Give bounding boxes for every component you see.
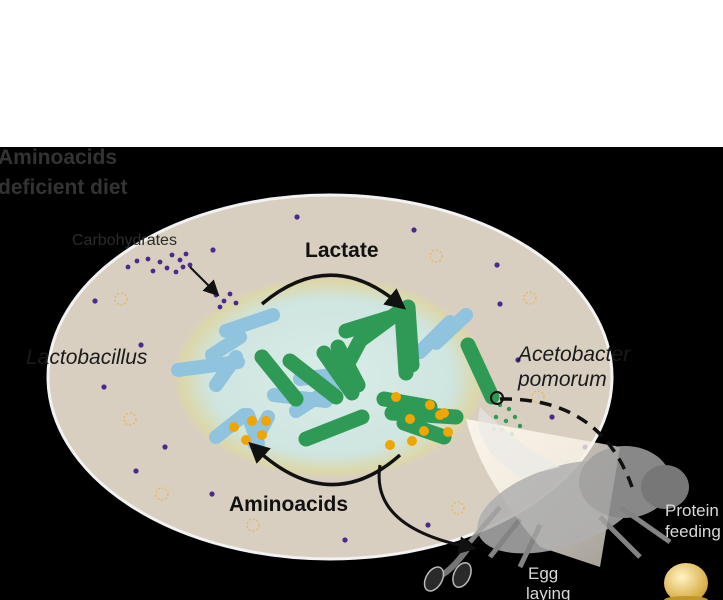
diet-title-line2: deficient diet xyxy=(0,176,128,199)
egg-laying-arrow xyxy=(377,464,477,555)
acetobacter-label-line1: Acetobacter xyxy=(518,343,631,366)
aminoacid-dots xyxy=(229,392,453,450)
carbohydrate-dots xyxy=(92,214,588,543)
lactobacillus-label: Lactobacillus xyxy=(26,346,148,369)
egg-icon xyxy=(423,561,472,592)
acetobacter-label-line2: pomorum xyxy=(518,368,607,391)
protein-feeding-label-line2: feeding xyxy=(665,522,721,541)
protein-feeding-label-line1: Protein xyxy=(665,501,719,520)
egg-laying-label-line2: laying xyxy=(526,584,571,600)
diagram-canvas xyxy=(46,193,708,600)
attraction-origin xyxy=(490,391,504,405)
diet-title-line1: Aminoacids xyxy=(0,147,118,169)
attraction-dashed-arrow xyxy=(499,397,634,488)
carbohydrate-arrow xyxy=(189,266,220,297)
lactate-label: Lactate xyxy=(305,239,379,262)
aminoacids-label: Aminoacids xyxy=(229,493,349,516)
acetobacter-cells xyxy=(254,299,500,447)
egg-laying-label-line1: Egg xyxy=(528,564,559,583)
carbohydrates-label: Carbohydrates xyxy=(72,232,177,249)
food-drop-icon xyxy=(664,563,708,600)
diagram-scene: Aminoacids deficient diet Carbohydrates … xyxy=(0,147,723,600)
aminoacids-arrow xyxy=(248,441,402,487)
faint-circles xyxy=(114,249,545,532)
lactate-arrow xyxy=(260,273,407,310)
